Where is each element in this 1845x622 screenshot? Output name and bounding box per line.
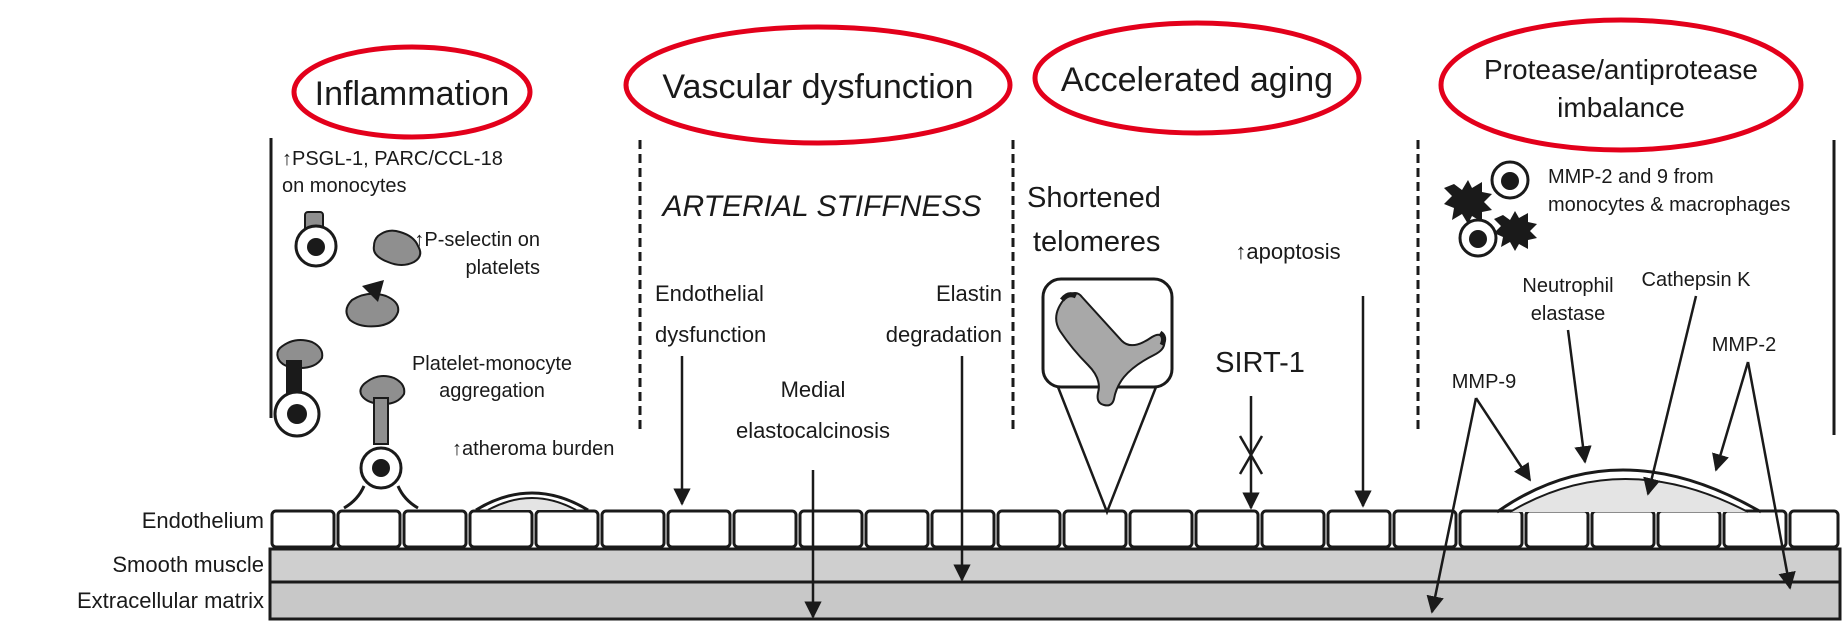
apoptosis-label: ↑apoptosis xyxy=(1235,239,1340,264)
endothelial-cell xyxy=(404,511,466,547)
monocyte-nucleus xyxy=(307,238,325,256)
endothelial-cell xyxy=(272,511,334,547)
protease-title-line1: Protease/antiprotease xyxy=(1484,54,1758,85)
elastin-label-line2: degradation xyxy=(886,322,1002,347)
bound-platelet xyxy=(346,294,398,327)
cathepsin-arrow xyxy=(1648,296,1696,494)
category-inflammation: Inflammation xyxy=(294,47,530,137)
endothelial-cell xyxy=(536,511,598,547)
pselectin-label-line2: platelets xyxy=(466,257,541,279)
endothelial-cell xyxy=(1592,511,1654,547)
atheroma-label: ↑atheroma burden xyxy=(452,438,614,460)
medial-label-line1: Medial xyxy=(781,377,846,402)
aggregation-label-line1: Platelet-monocyte xyxy=(412,353,572,375)
endothelial-cell xyxy=(1064,511,1126,547)
aggregate-nucleus-1 xyxy=(287,404,307,424)
endothelial-cell xyxy=(800,511,862,547)
endothelial-cell xyxy=(338,511,400,547)
platelet xyxy=(374,231,420,265)
aggregate-receptor-2 xyxy=(374,398,388,444)
endothelial-label-line1: Endothelial xyxy=(655,281,764,306)
aggregate-receptor-1 xyxy=(286,360,302,394)
mmp9-label: MMP-9 xyxy=(1452,371,1516,393)
endothelial-cell xyxy=(1658,511,1720,547)
immune-cell-cluster xyxy=(1444,162,1537,256)
endothelial-label-line2: dysfunction xyxy=(655,322,766,347)
telomere-callout xyxy=(1043,279,1172,512)
endothelial-cell xyxy=(470,511,532,547)
monocyte-2-nucleus xyxy=(1501,172,1519,190)
extracellular-matrix-layer xyxy=(270,582,1840,619)
macrophage-1 xyxy=(1444,180,1492,224)
inflammation-title: Inflammation xyxy=(315,75,510,113)
mmp-source-label-line2: monocytes & macrophages xyxy=(1548,194,1790,216)
mmp9-arrow-plaque xyxy=(1476,398,1530,480)
endothelial-cell xyxy=(866,511,928,547)
mmp2-arrow-plaque xyxy=(1716,362,1748,470)
category-protease-imbalance: Protease/antiprotease imbalance xyxy=(1441,20,1801,150)
platelet-bound-monocyte xyxy=(346,280,398,326)
endothelium-layer xyxy=(272,511,1838,547)
telomeres-label-line2: telomeres xyxy=(1033,226,1160,258)
monocyte-cell xyxy=(296,212,336,266)
telomeres-label-line1: Shortened xyxy=(1027,182,1161,214)
aggregation-label-line2: aggregation xyxy=(439,380,545,402)
endothelial-cell xyxy=(602,511,664,547)
endothelial-cell xyxy=(1262,511,1324,547)
protease-title-line2: imbalance xyxy=(1557,92,1685,123)
vessel-wall xyxy=(270,511,1840,619)
psgl-label-line1: ↑PSGL-1, PARC/CCL-18 xyxy=(282,148,503,170)
endothelium-label: Endothelium xyxy=(142,508,264,533)
cathepsin-label: Cathepsin K xyxy=(1642,269,1752,291)
endothelial-cell xyxy=(1526,511,1588,547)
platelet-monocyte-aggregate xyxy=(275,340,418,508)
endothelial-cell xyxy=(1196,511,1258,547)
neutrophil-elastase-arrow xyxy=(1568,330,1585,462)
extracellular-matrix-label: Extracellular matrix xyxy=(77,588,264,613)
accelerated-aging-title: Accelerated aging xyxy=(1061,61,1333,99)
psgl-label-line2: on monocytes xyxy=(282,175,407,197)
endothelial-cell xyxy=(668,511,730,547)
pselectin-label-line1: ↑P-selectin on xyxy=(414,229,540,251)
endothelial-cell xyxy=(1130,511,1192,547)
smooth-muscle-label: Smooth muscle xyxy=(112,552,264,577)
neutrophil-label-line2: elastase xyxy=(1531,303,1606,325)
medial-label-line2: elastocalcinosis xyxy=(736,418,890,443)
mmp-source-label-line1: MMP-2 and 9 from xyxy=(1548,166,1714,188)
adherent-nucleus xyxy=(372,459,390,477)
endothelial-cell xyxy=(998,511,1060,547)
endothelial-cell xyxy=(1460,511,1522,547)
macrophage-2 xyxy=(1494,211,1537,251)
vascular-dysfunction-title: Vascular dysfunction xyxy=(662,68,973,106)
elastin-label-line1: Elastin xyxy=(936,281,1002,306)
arterial-stiffness-label: ARTERIAL STIFFNESS xyxy=(661,190,982,223)
category-accelerated-aging: Accelerated aging xyxy=(1035,23,1359,133)
neutrophil-label-line1: Neutrophil xyxy=(1522,275,1613,297)
sirt1-label: SIRT-1 xyxy=(1215,347,1305,379)
monocyte-3-nucleus xyxy=(1469,230,1487,248)
mmp2-label: MMP-2 xyxy=(1712,334,1776,356)
endothelial-cell xyxy=(734,511,796,547)
endothelial-cell xyxy=(1328,511,1390,547)
atheroma-plaque-inner xyxy=(488,498,576,510)
protease-imbalance-oval xyxy=(1441,20,1801,150)
category-vascular-dysfunction: Vascular dysfunction xyxy=(626,27,1010,143)
endothelial-cell xyxy=(1790,511,1838,547)
smooth-muscle-layer xyxy=(270,549,1840,582)
